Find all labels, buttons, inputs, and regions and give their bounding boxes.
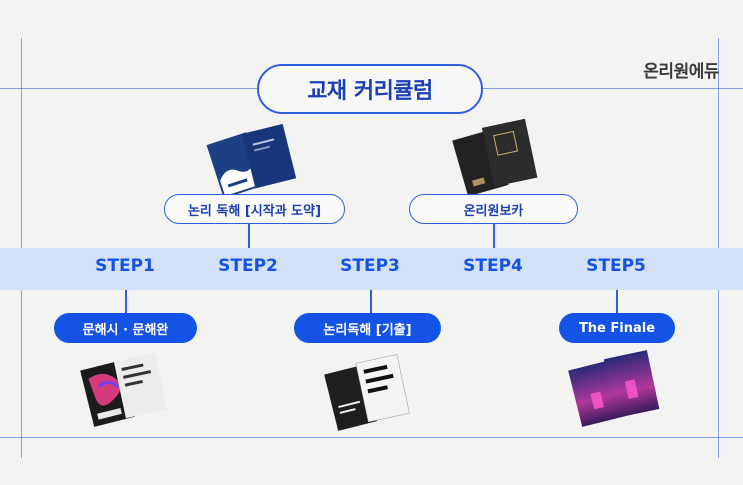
page-title: 교재 커리큘럼 <box>257 64 483 114</box>
brand-logo: 온리원에듀 <box>643 62 719 82</box>
frame-line-bottom <box>0 437 743 438</box>
connector-step2 <box>248 224 250 248</box>
book-onlyone-voca-image <box>452 118 538 196</box>
book-munhaesi-image <box>80 352 167 427</box>
item-logic-reading-past-exam: 논리독해 [기출] <box>294 313 441 343</box>
connector-step5 <box>616 290 618 314</box>
step-5: STEP5 <box>586 256 646 276</box>
step-3: STEP3 <box>340 256 400 276</box>
connector-step1 <box>125 290 127 314</box>
item-logic-reading-start: 논리 독해 [시작과 도약] <box>164 194 345 224</box>
connector-step3 <box>370 290 372 314</box>
book-the-finale-image <box>568 350 660 427</box>
step-2: STEP2 <box>218 256 278 276</box>
item-onlyone-voca: 온리원보카 <box>409 194 578 224</box>
step-4: STEP4 <box>463 256 523 276</box>
item-munhaesi-munhaewan: 문해시 · 문해완 <box>54 313 197 343</box>
book-logic-reading-start-image <box>206 123 297 195</box>
step-band <box>0 248 743 290</box>
connector-step4 <box>493 224 495 248</box>
step-1: STEP1 <box>95 256 155 276</box>
item-the-finale: The Finale <box>559 313 675 343</box>
book-logic-reading-past-exam-image <box>324 354 410 431</box>
